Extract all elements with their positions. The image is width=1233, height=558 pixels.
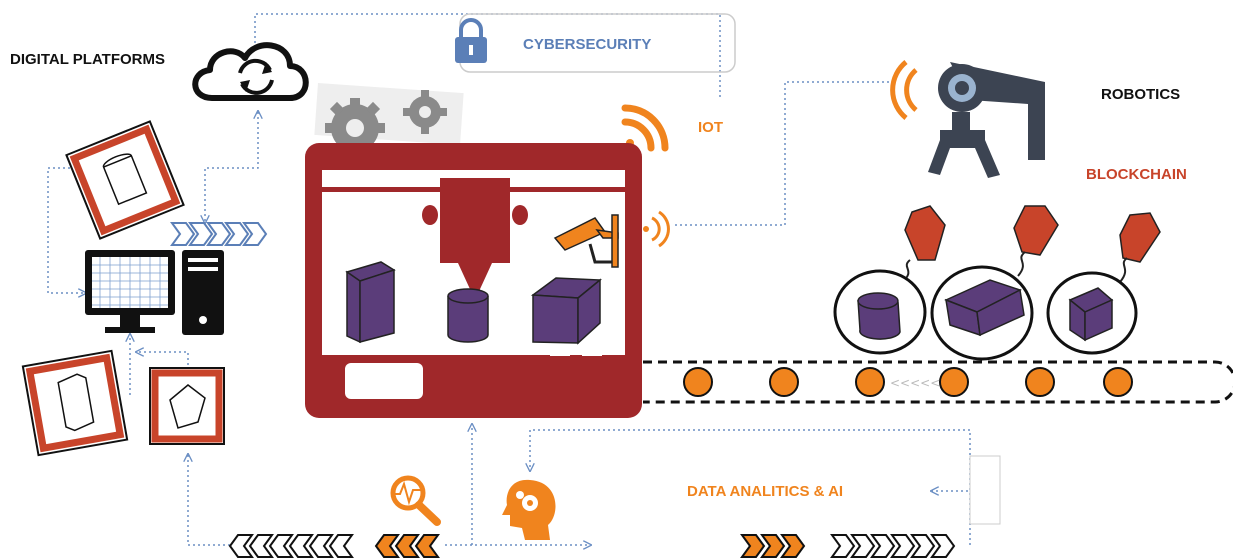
chevrons-blue (170, 222, 268, 246)
connector-bottom-left (188, 455, 230, 546)
label-data-analytics-ai: DATA ANALITICS & AI (687, 483, 844, 500)
price-tag-icon (904, 205, 1161, 263)
label-cybersecurity: CYBERSECURITY (523, 36, 652, 53)
conveyor-belt: <<<<< (643, 360, 1233, 404)
computer-icon (85, 250, 224, 335)
sketch-frame-3 (149, 367, 225, 445)
connector-data-ai (530, 429, 971, 545)
label-iot: IOT (698, 119, 723, 136)
connector-cloud-computer (205, 112, 258, 222)
label-robotics: ROBOTICS (1101, 86, 1181, 103)
ai-head-icon (502, 479, 556, 540)
label-digital-platforms: DIGITAL PLATFORMS (10, 51, 165, 68)
wifi-icon (621, 104, 669, 152)
lock-icon (455, 18, 487, 63)
sketch-frame-2 (21, 349, 129, 457)
robot-arm-icon (890, 60, 1045, 178)
tagged-products (833, 205, 1161, 361)
cloud-sync-icon (192, 42, 309, 101)
label-blockchain: BLOCKCHAIN (1086, 166, 1187, 183)
security-camera-icon (553, 210, 670, 268)
connector-frame3-computer (137, 352, 189, 370)
data-source-box (969, 455, 1001, 525)
svg-text:<<<<<: <<<<< (890, 376, 940, 390)
connector-frame-computer (47, 167, 105, 293)
printed-products (345, 261, 602, 345)
connector-printer-robot (675, 81, 895, 226)
magnifier-chart-icon (390, 475, 441, 526)
sketch-frame-1 (65, 120, 185, 240)
chevrons-bottom-right (740, 534, 956, 558)
gears-icon (314, 82, 464, 152)
chevrons-bottom-left (228, 534, 440, 558)
